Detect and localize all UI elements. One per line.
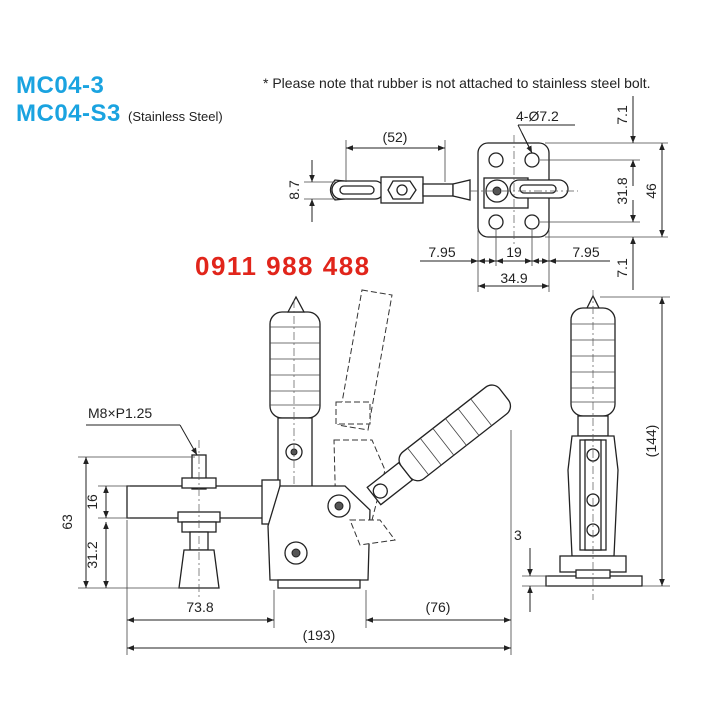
- dim-arm-thickness: 16: [84, 494, 100, 510]
- model-material-note: (Stainless Steel): [128, 109, 223, 124]
- mount-hole: [488, 152, 504, 168]
- model-code-1: MC04-3: [16, 72, 105, 99]
- dim-edge-left: 7.95: [428, 244, 455, 260]
- dim-total-height: 63: [59, 514, 75, 530]
- dim-reach: 73.8: [186, 599, 213, 615]
- dim-hole-pitch-h: 19: [506, 244, 522, 260]
- dim-hole-pitch-v: 31.8: [614, 177, 630, 204]
- dim-thread: M8×P1.25: [88, 405, 152, 421]
- dim-base-depth: 46: [643, 183, 659, 199]
- model-code-2: MC04-S3 (Stainless Steel): [16, 100, 223, 127]
- dim-handle-width: 8.7: [286, 180, 302, 200]
- dim-edge-right: 7.95: [572, 244, 599, 260]
- top-view: (52) 4-Ø7.2 8.7 7.1 31.8 46 7.1: [286, 96, 668, 292]
- dim-side-height: (144): [643, 425, 659, 458]
- mount-hole: [524, 214, 540, 230]
- rubber-note: * Please note that rubber is not attache…: [263, 75, 651, 91]
- side-view: (144) 3: [514, 290, 670, 612]
- dim-base-width: 34.9: [500, 270, 527, 286]
- front-view: M8×P1.25 63 16 31.2 73.8 (76) (193): [59, 289, 512, 655]
- dim-edge-top: 7.1: [614, 105, 630, 125]
- dim-hole-dia: 4-Ø7.2: [516, 108, 559, 124]
- mount-hole: [488, 214, 504, 230]
- handle-grip: [269, 311, 321, 419]
- dim-handle-reach: (76): [426, 599, 451, 615]
- phone-number: 0911 988 488: [195, 251, 371, 281]
- title-block: MC04-3 MC04-S3 (Stainless Steel): [16, 72, 223, 131]
- dim-plate-thickness: 3: [514, 527, 522, 543]
- mount-hole: [524, 152, 540, 168]
- dim-arm-height: 31.2: [84, 541, 100, 568]
- dim-top-length: (52): [383, 129, 408, 145]
- dim-overall-length: (193): [303, 627, 336, 643]
- dim-edge-bottom: 7.1: [614, 258, 630, 278]
